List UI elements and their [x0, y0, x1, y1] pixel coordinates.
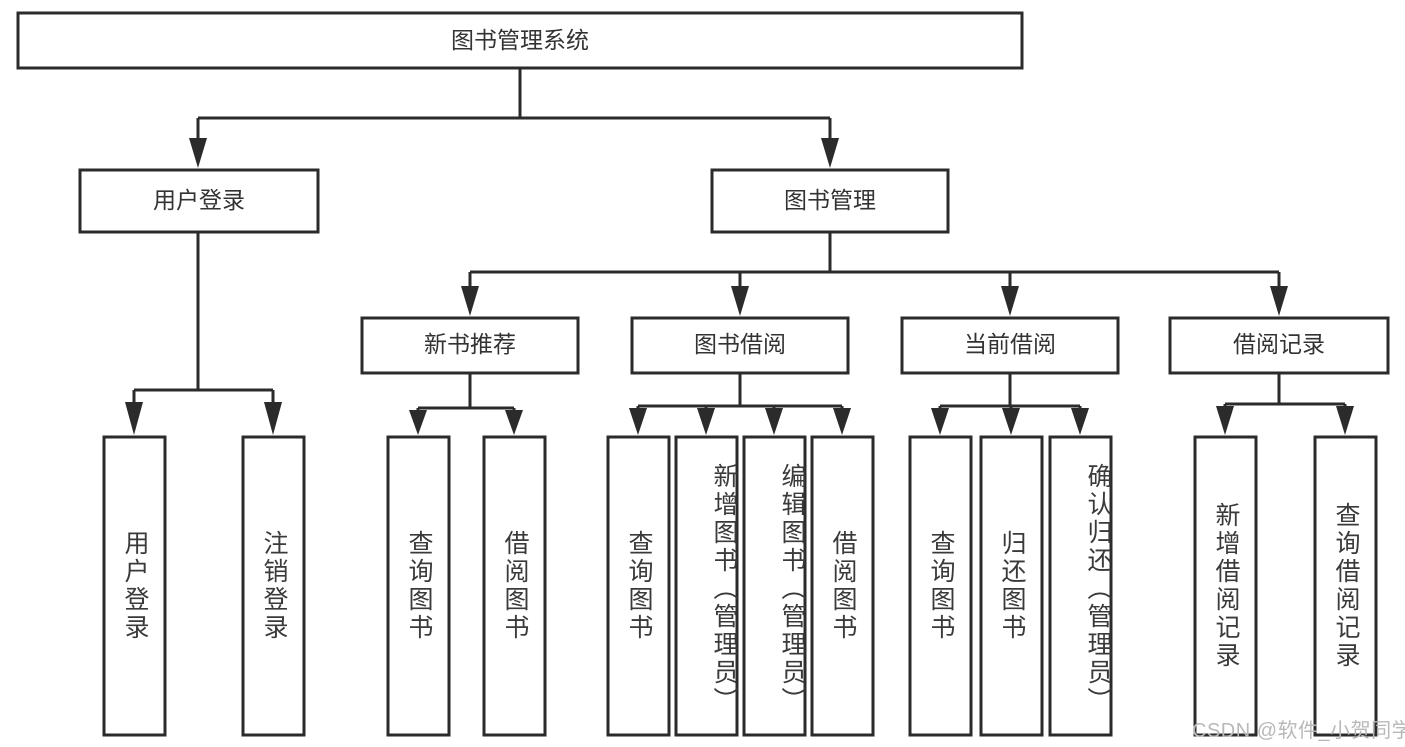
node-borrow-record-label: 借阅记录: [1233, 331, 1325, 357]
node-root-label: 图书管理系统: [451, 27, 589, 53]
node-book-borrow-label: 图书借阅: [694, 331, 786, 357]
node-root-box[interactable]: [16, 11, 1024, 70]
node-user-login-box[interactable]: [78, 168, 320, 234]
arrow-to-leaf-query-book-2: [629, 408, 647, 435]
node-leaf-add-book-box[interactable]: [674, 435, 739, 737]
connector-layer: [125, 68, 1354, 435]
node-layer: 图书管理系统 用户登录 图书管理 新书推荐 图书借阅 当前借阅 借阅记录: [16, 11, 1390, 737]
arrow-to-leaf-borrow-book-1: [505, 410, 523, 435]
node-leaf-borrow-book-1-box[interactable]: [482, 435, 547, 737]
arrow-to-leaf-add-book: [697, 408, 715, 435]
arrow-to-user-login: [189, 138, 207, 168]
arrow-to-leaf-borrow-book-2: [833, 408, 851, 435]
node-leaf-query-book-1-box[interactable]: [386, 435, 451, 737]
arrow-to-leaf-user-logout: [264, 402, 282, 435]
arrow-to-leaf-add-borrow-record: [1216, 406, 1234, 435]
arrow-to-book-borrow: [731, 286, 749, 316]
node-book-borrow-box[interactable]: [630, 316, 850, 375]
csdn-watermark: CSDN @软件_小贺同学: [1192, 720, 1405, 742]
arrow-to-leaf-query-book-1: [409, 410, 427, 435]
arrow-to-borrow-record: [1270, 286, 1288, 316]
node-leaf-user-logout-box[interactable]: [241, 435, 306, 737]
node-current-borrow-box[interactable]: [900, 316, 1120, 375]
arrow-to-new-book-recommend: [461, 286, 479, 316]
arrow-to-current-borrow: [1001, 286, 1019, 316]
node-borrow-record-box[interactable]: [1168, 316, 1390, 375]
arrow-to-leaf-edit-book: [765, 408, 783, 435]
node-new-book-recommend-label: 新书推荐: [424, 331, 516, 357]
node-leaf-confirm-return-box[interactable]: [1048, 435, 1113, 737]
node-leaf-borrow-book-2-box[interactable]: [810, 435, 875, 737]
arrow-to-leaf-query-borrow-record: [1336, 406, 1354, 435]
node-new-book-recommend-box[interactable]: [360, 316, 580, 375]
arrow-to-leaf-user-login: [125, 402, 143, 435]
node-leaf-edit-book-box[interactable]: [742, 435, 807, 737]
arrow-to-book-management: [821, 138, 839, 168]
arrow-to-leaf-confirm-return: [1071, 408, 1089, 435]
node-leaf-return-book-box[interactable]: [979, 435, 1044, 737]
node-leaf-query-book-3-box[interactable]: [908, 435, 973, 737]
node-leaf-query-book-2-box[interactable]: [606, 435, 671, 737]
node-user-login-label: 用户登录: [153, 187, 245, 213]
node-leaf-add-borrow-record-box[interactable]: [1193, 435, 1258, 737]
node-leaf-query-borrow-record-box[interactable]: [1313, 435, 1378, 737]
node-leaf-user-login-box[interactable]: [102, 435, 167, 737]
node-book-management-label: 图书管理: [784, 187, 876, 213]
node-current-borrow-label: 当前借阅: [964, 331, 1056, 357]
arrow-to-leaf-return-book: [1002, 408, 1020, 435]
arrow-to-leaf-query-book-3: [931, 408, 949, 435]
node-book-management-box[interactable]: [710, 168, 950, 234]
